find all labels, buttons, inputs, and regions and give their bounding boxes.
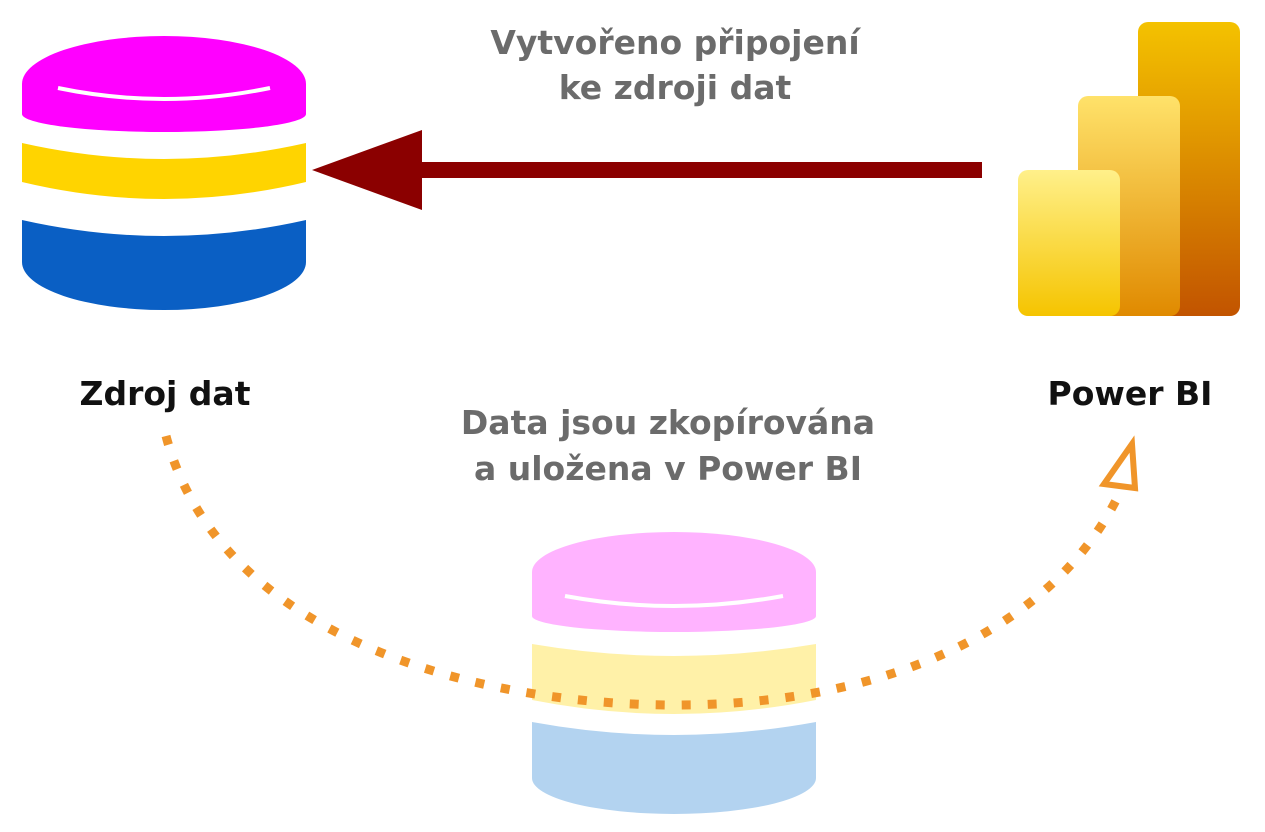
connection-caption-line2: ke zdroji dat [559, 68, 792, 107]
power-bi-icon [1018, 22, 1240, 316]
connection-caption-line1: Vytvořeno připojení [490, 23, 861, 62]
copy-top-highlight [564, 594, 784, 608]
copy-caption-line1: Data jsou zkopírována [461, 403, 875, 442]
arrow-head [312, 130, 422, 210]
copy-middle-layer [532, 644, 816, 714]
database-copy-icon [532, 532, 816, 814]
power-bi-bar-short [1018, 170, 1120, 316]
dotted-arrow-head [1098, 435, 1139, 492]
db-top-highlight [57, 86, 271, 101]
db-middle-layer [22, 143, 306, 199]
db-bottom-layer [22, 220, 306, 310]
dotted-copy-path [161, 434, 1139, 710]
copy-top-layer-base [532, 600, 816, 632]
database-icon [22, 36, 306, 310]
copy-bottom-layer [532, 722, 816, 814]
db-top-layer-base [22, 96, 306, 132]
copy-caption-line2: a uložena v Power BI [474, 449, 862, 488]
connection-arrow [312, 130, 982, 210]
dotted-curve [161, 434, 1125, 710]
source-label: Zdroj dat [80, 374, 251, 413]
target-label: Power BI [1048, 374, 1213, 413]
